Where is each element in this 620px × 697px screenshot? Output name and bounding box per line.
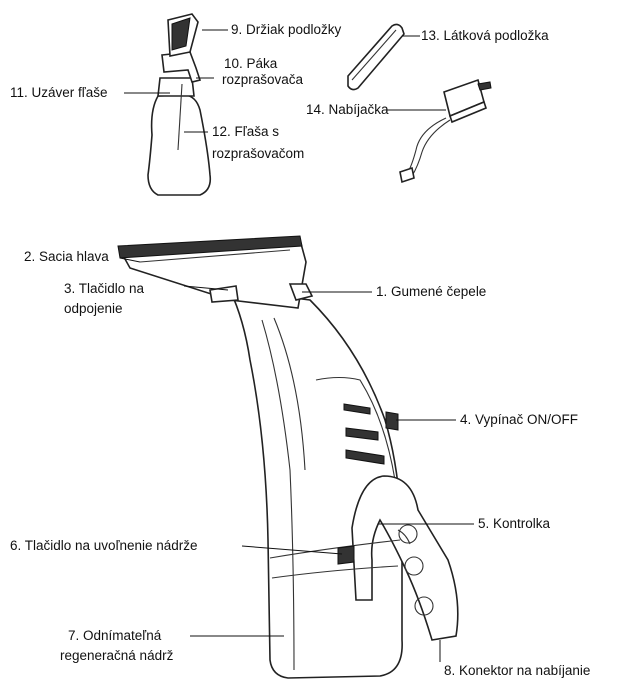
label-sprayer-lever-line2: rozprašovača <box>222 72 303 88</box>
label-spray-bottle-line1: 12. Fľaša s <box>212 124 279 140</box>
charger-icon <box>400 80 491 182</box>
label-charging-connector: 8. Konektor na nabíjanie <box>444 663 590 679</box>
window-vacuum-icon <box>118 236 458 678</box>
label-power-switch: 4. Vypínač ON/OFF <box>460 412 578 428</box>
spray-bottle-icon <box>148 14 210 195</box>
label-tank-release-button: 6. Tlačidlo na uvoľnenie nádrže <box>10 538 198 554</box>
label-removable-tank-line1: 7. Odnímateľná <box>68 628 161 644</box>
label-suction-head: 2. Sacia hlava <box>24 249 109 265</box>
label-charger: 14. Nabíjačka <box>306 102 389 118</box>
label-rubber-blades: 1. Gumené čepele <box>376 284 486 300</box>
label-release-button-line2: odpojenie <box>64 301 123 317</box>
label-removable-tank-line2: regeneračná nádrž <box>60 648 173 664</box>
cloth-pad-icon <box>348 24 404 89</box>
label-pad-holder: 9. Držiak podložky <box>231 22 341 38</box>
label-spray-bottle-line2: rozprašovačom <box>212 146 304 162</box>
label-cloth-pad: 13. Látková podložka <box>421 28 549 44</box>
label-release-button-line1: 3. Tlačidlo na <box>64 281 144 297</box>
label-indicator-light: 5. Kontrolka <box>478 516 550 532</box>
label-bottle-cap: 11. Uzáver fľaše <box>10 85 107 101</box>
label-sprayer-lever-line1: 10. Páka <box>224 56 277 72</box>
